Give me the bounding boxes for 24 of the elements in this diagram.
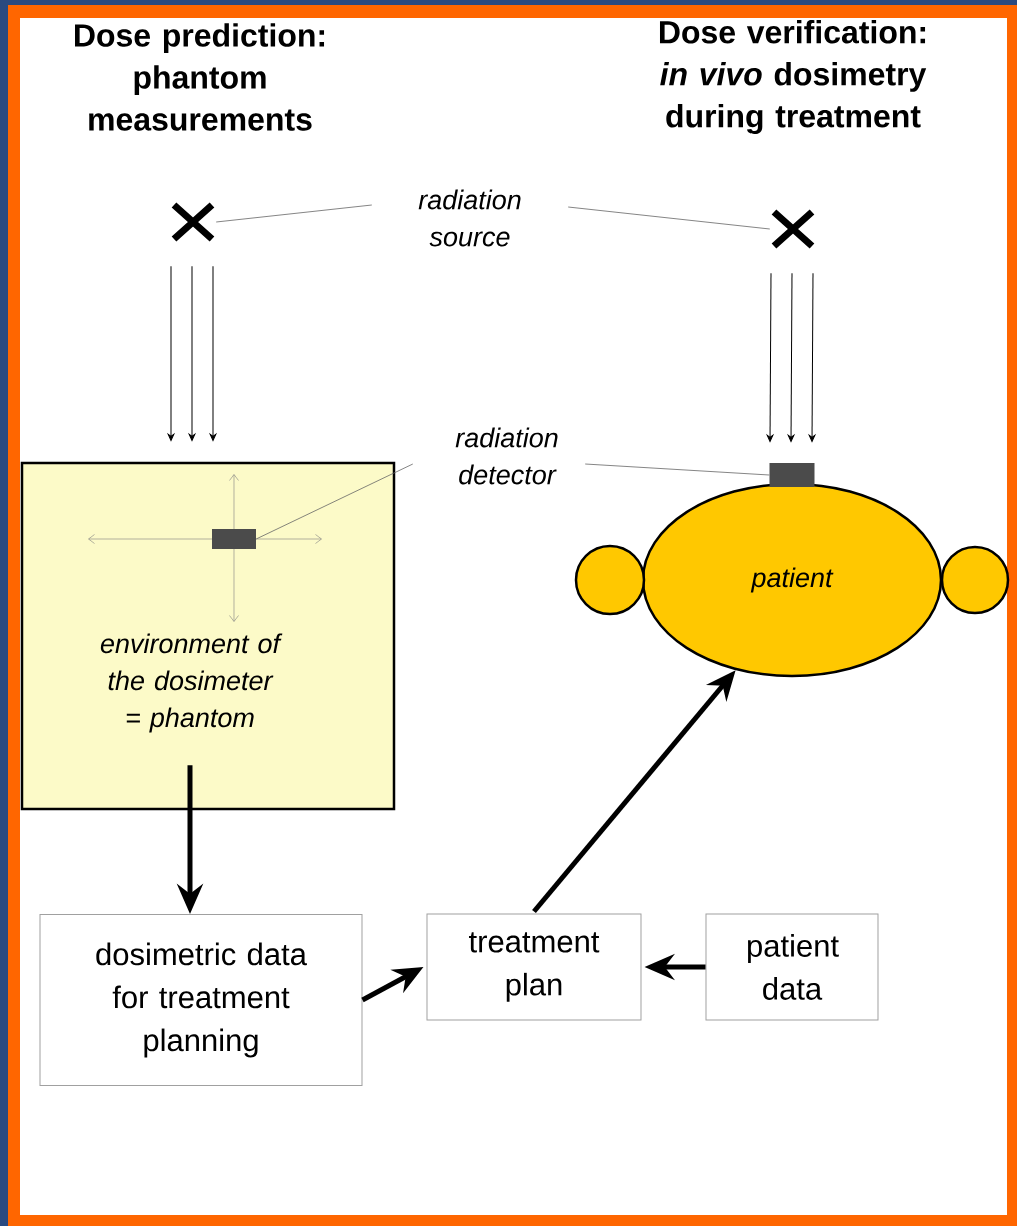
arm-circle: [574, 544, 646, 616]
beam-arrow: [808, 272, 816, 443]
leader-line: [584, 463, 770, 476]
callout-text: radiation source: [418, 189, 521, 247]
process-box: patient data: [705, 913, 879, 1021]
detector-block: [212, 529, 256, 549]
beam-arrow: [209, 265, 217, 442]
callout-text: radiation detector: [455, 427, 558, 485]
beam-arrow: [787, 272, 795, 443]
heading: Dose verification: in vivo dosimetry during treatment: [660, 20, 927, 134]
beam-arrow: [188, 265, 196, 442]
source-cross-icon: [170, 201, 216, 243]
beam-arrow: [167, 265, 175, 442]
leader-line: [215, 204, 373, 223]
detector-block: [769, 463, 815, 487]
beam-arrow: [766, 272, 774, 443]
process-box: treatment plan: [426, 913, 642, 1021]
source-cross-icon: [770, 208, 816, 250]
leader-line: [567, 206, 771, 230]
process-box: dosimetric data for treatment planning: [39, 914, 363, 1086]
arm-circle: [940, 545, 1010, 615]
leader-line: [255, 463, 414, 540]
phantom-box: environment of the dosimeter = phantom: [20, 461, 396, 811]
heading: Dose prediction: phantom measurements: [75, 23, 325, 131]
